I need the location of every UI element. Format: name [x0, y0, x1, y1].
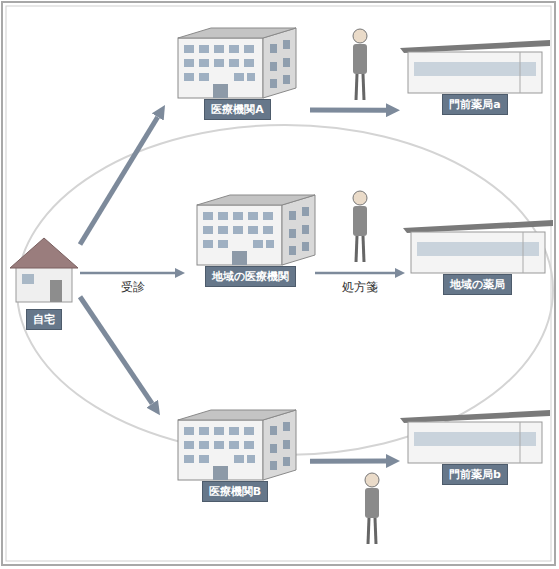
home-wall — [16, 266, 72, 302]
person-figure — [365, 473, 379, 544]
node-group: 地域の医療機関 — [185, 175, 315, 287]
node-label: 医療機関B — [202, 481, 268, 502]
node-group: 医療機関B — [160, 400, 310, 502]
hospital-building — [178, 410, 296, 480]
node-group: 門前薬局b — [400, 405, 550, 485]
node-label: 地域の薬局 — [443, 274, 512, 295]
home-window — [22, 274, 34, 284]
flow-arrow — [310, 459, 386, 464]
flow-arrow — [80, 297, 152, 404]
node-group: 地域の薬局 — [405, 215, 550, 295]
home-roof — [10, 238, 78, 268]
person-figure — [353, 191, 367, 262]
connector-group — [80, 110, 395, 461]
pharmacy-building — [403, 220, 553, 273]
flow-arrow — [80, 117, 158, 245]
flow-arrow — [310, 108, 386, 113]
home-icon — [10, 238, 78, 302]
inner-frame — [6, 6, 551, 561]
region-ellipse — [17, 125, 553, 455]
edge-label: 処方箋 — [340, 280, 380, 294]
node-label: 門前薬局b — [442, 464, 508, 485]
node-group: 自宅 — [8, 235, 80, 330]
flow-arrow — [315, 272, 395, 275]
home-door — [50, 280, 62, 302]
node-label: 地域の医療機関 — [205, 266, 296, 287]
hospital-building — [197, 195, 315, 265]
edge-label: 受診 — [119, 280, 147, 294]
outer-frame — [2, 2, 555, 565]
pharmacy-building — [400, 40, 550, 93]
flow-arrow — [80, 272, 175, 275]
node-group: 医療機関A — [165, 20, 310, 120]
node-label: 医療機関A — [204, 99, 271, 120]
hospital-building — [178, 28, 296, 98]
node-label: 門前薬局a — [442, 94, 507, 115]
person-figure — [353, 29, 367, 100]
node-group: 門前薬局a — [400, 35, 550, 115]
pharmacy-building — [400, 410, 550, 463]
node-label: 自宅 — [26, 309, 62, 330]
